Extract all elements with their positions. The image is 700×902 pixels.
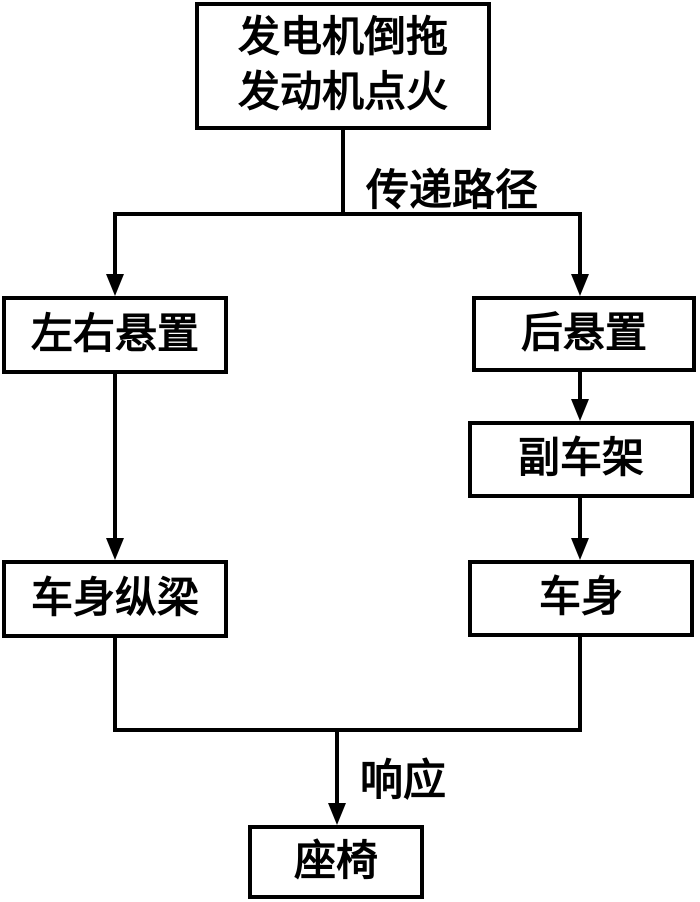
arrowhead-down-icon — [571, 538, 589, 560]
connector-branch-to-rear-mount — [578, 212, 582, 276]
arrowhead-down-icon — [106, 538, 124, 560]
connector-body-rail-to-merge — [113, 637, 117, 732]
connector-body-to-merge — [578, 636, 582, 732]
node-seat: 座椅 — [248, 825, 424, 899]
edge-label-response: 响应 — [360, 758, 446, 805]
arrowhead-down-icon — [571, 399, 589, 421]
node-generator-motoring-engine-ignition: 发电机倒拖 发动机点火 — [195, 2, 491, 130]
connector-source-to-branch — [341, 130, 345, 214]
merge-horizontal-line — [113, 728, 582, 732]
connector-left-mount-to-body-rail — [113, 373, 117, 539]
connector-merge-to-seat — [335, 728, 339, 804]
branch-horizontal-line — [113, 212, 582, 216]
connector-rear-mount-to-subframe — [578, 371, 582, 401]
node-left-right-mounts: 左右悬置 — [2, 296, 228, 374]
node-body-side-rail: 车身纵梁 — [2, 560, 228, 638]
edge-label-transfer-path: 传递路径 — [366, 168, 538, 215]
arrowhead-down-icon — [571, 274, 589, 296]
node-rear-mount: 后悬置 — [472, 296, 696, 372]
connector-subframe-to-body — [578, 497, 582, 539]
connector-branch-to-left-mount — [113, 212, 117, 276]
node-subframe: 副车架 — [468, 421, 694, 498]
arrowhead-down-icon — [106, 274, 124, 296]
arrowhead-down-icon — [328, 803, 346, 825]
node-body: 车身 — [468, 560, 694, 637]
